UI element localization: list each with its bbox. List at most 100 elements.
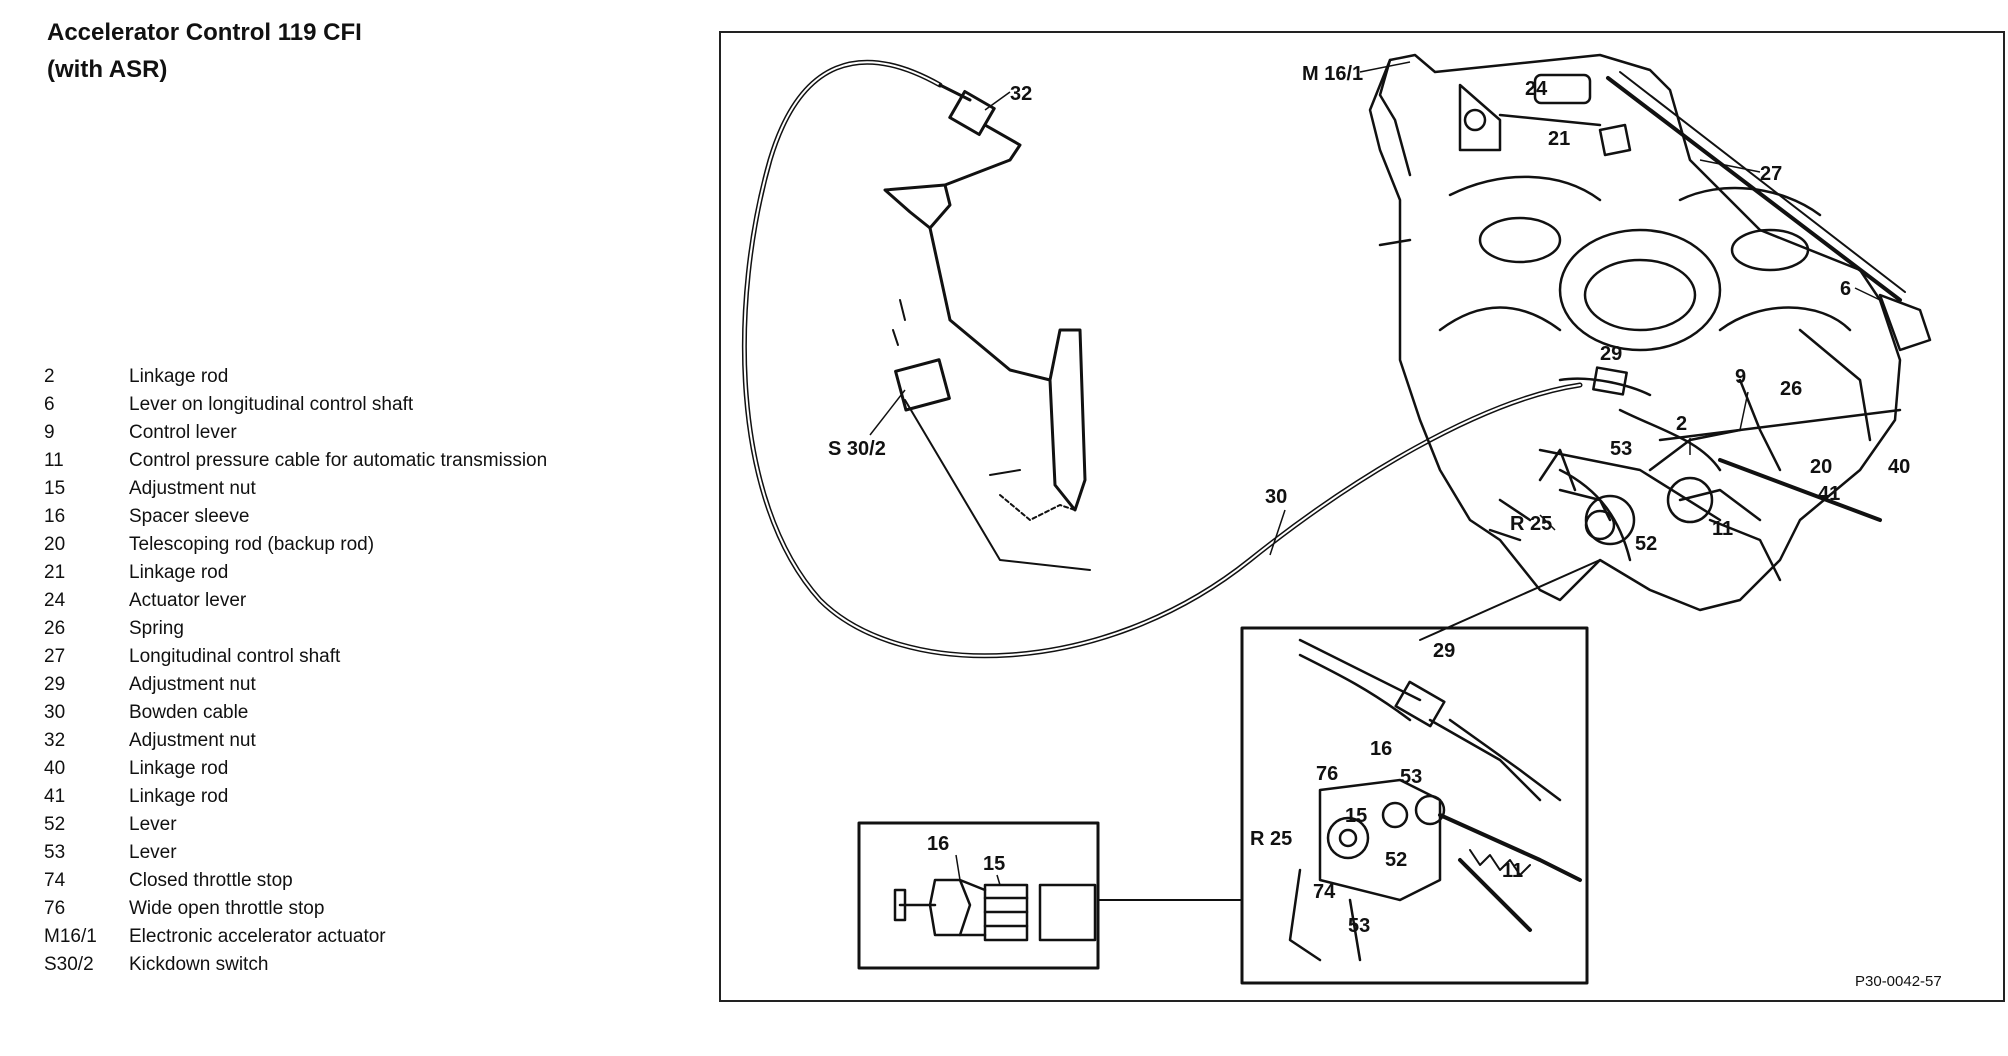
callout-20: 20 <box>1810 456 1832 478</box>
callout-40: 40 <box>1888 456 1910 478</box>
callout-m16-1: M 16/1 <box>1302 63 1363 85</box>
legend-part-description: Electronic accelerator actuator <box>129 926 386 947</box>
legend-part-number: 29 <box>44 674 66 695</box>
callout-11: 11 <box>1712 518 1733 540</box>
callout-53: 53 <box>1610 438 1632 460</box>
title-line-2: (with ASR) <box>47 56 168 83</box>
legend-row: 76 Wide open throttle stop <box>44 895 547 923</box>
inset-frame <box>857 821 1100 970</box>
callout-9: 9 <box>1735 366 1746 388</box>
legend-part-number: 20 <box>44 534 66 555</box>
callout-26: 26 <box>1780 378 1802 400</box>
legend-row: 29 Adjustment nut <box>44 671 547 699</box>
inset-callout-16: 16 <box>927 833 949 855</box>
legend-part-number: 32 <box>44 730 66 751</box>
detail-callout-r25: R 25 <box>1250 828 1292 850</box>
legend-row: 74 Closed throttle stop <box>44 867 547 895</box>
legend-part-description: Control lever <box>129 422 237 443</box>
detail-callout-53b: 53 <box>1348 915 1370 937</box>
legend-part-number: 76 <box>44 898 66 919</box>
legend-part-number: 41 <box>44 786 66 807</box>
detail-linkage <box>1288 638 1582 962</box>
longitudinal-control-shaft <box>1606 76 1902 302</box>
legend-row: 6 Lever on longitudinal control shaft <box>44 391 547 419</box>
callout-29: 29 <box>1600 343 1622 365</box>
callout-30: 30 <box>1265 486 1287 508</box>
legend-part-description: Adjustment nut <box>129 478 256 499</box>
legend-part-number: 16 <box>44 506 66 527</box>
detail-view-frame <box>1240 626 1589 985</box>
legend-part-number: 40 <box>44 758 66 779</box>
legend-part-number: 15 <box>44 478 66 499</box>
legend-part-description: Closed throttle stop <box>129 870 293 891</box>
legend-part-number: 26 <box>44 618 66 639</box>
legend-part-number: S30/2 <box>44 954 94 975</box>
callout-27: 27 <box>1760 163 1782 185</box>
callout-labels: 32 S 30/2 M 16/1 24 21 27 6 29 9 26 2 53… <box>828 63 1942 990</box>
legend-part-description: Linkage rod <box>129 786 229 807</box>
detail-callout-52: 52 <box>1385 849 1407 871</box>
legend-row: 9 Control lever <box>44 419 547 447</box>
legend-part-number: 2 <box>44 366 55 387</box>
callout-21: 21 <box>1548 128 1570 150</box>
legend-part-number: 21 <box>44 562 66 583</box>
legend-part-description: Lever <box>129 814 177 835</box>
legend-part-description: Lever <box>129 842 177 863</box>
callout-r25: R 25 <box>1510 513 1552 535</box>
legend-part-description: Linkage rod <box>129 366 229 387</box>
diagram-frame <box>719 31 2005 1002</box>
legend-part-description: Lever on longitudinal control shaft <box>129 394 414 415</box>
inset-callout-15: 15 <box>983 853 1005 875</box>
figure-code: P30-0042-57 <box>1855 973 1942 990</box>
legend-part-description: Telescoping rod (backup rod) <box>129 534 375 555</box>
accelerator-pedal-assembly <box>883 83 1091 571</box>
adjustment-nut-inset <box>893 878 1097 942</box>
throttle-linkage <box>1538 293 1932 541</box>
legend-part-number: M16/1 <box>44 926 97 947</box>
legend-part-number: 27 <box>44 646 66 667</box>
legend-row: 20 Telescoping rod (backup rod) <box>44 531 547 559</box>
callout-6: 6 <box>1840 278 1851 300</box>
diagram-title: Accelerator Control 119 CFI (with ASR) <box>47 14 362 88</box>
title-line-1: Accelerator Control 119 CFI <box>47 19 362 46</box>
legend-part-description: Longitudinal control shaft <box>129 646 341 667</box>
legend-part-description: Wide open throttle stop <box>129 898 325 919</box>
legend-row: 2 Linkage rod <box>44 363 547 391</box>
legend-part-description: Adjustment nut <box>129 674 256 695</box>
intake-manifold <box>1368 53 1902 612</box>
detail-callout-74: 74 <box>1313 881 1336 903</box>
legend-part-number: 74 <box>44 870 66 891</box>
legend-part-description: Kickdown switch <box>129 954 269 975</box>
legend-part-number: 53 <box>44 842 66 863</box>
detail-callout-76: 76 <box>1316 763 1338 785</box>
legend-part-description: Linkage rod <box>129 758 229 779</box>
detail-callout-29: 29 <box>1433 640 1455 662</box>
legend-part-description: Spring <box>129 618 184 639</box>
legend-row: 15 Adjustment nut <box>44 475 547 503</box>
detail-callout-15: 15 <box>1345 805 1367 827</box>
callout-s30-2: S 30/2 <box>828 438 886 460</box>
legend-part-number: 11 <box>44 450 64 471</box>
legend-row: S30/2 Kickdown switch <box>44 951 547 979</box>
detail-callout-11: 11 <box>1502 860 1523 882</box>
callout-32: 32 <box>1010 83 1032 105</box>
detail-callout-53: 53 <box>1400 766 1422 788</box>
legend-part-description: Bowden cable <box>129 702 249 723</box>
legend-row: 27 Longitudinal control shaft <box>44 643 547 671</box>
legend-part-description: Spacer sleeve <box>129 506 250 527</box>
legend-part-number: 9 <box>44 422 55 443</box>
legend-row: 41 Linkage rod <box>44 783 547 811</box>
callout-24: 24 <box>1525 78 1548 100</box>
legend-row: M16/1 Electronic accelerator actuator <box>44 923 547 951</box>
callout-52: 52 <box>1635 533 1657 555</box>
legend-part-description: Actuator lever <box>129 590 247 611</box>
legend-part-number: 6 <box>44 394 55 415</box>
